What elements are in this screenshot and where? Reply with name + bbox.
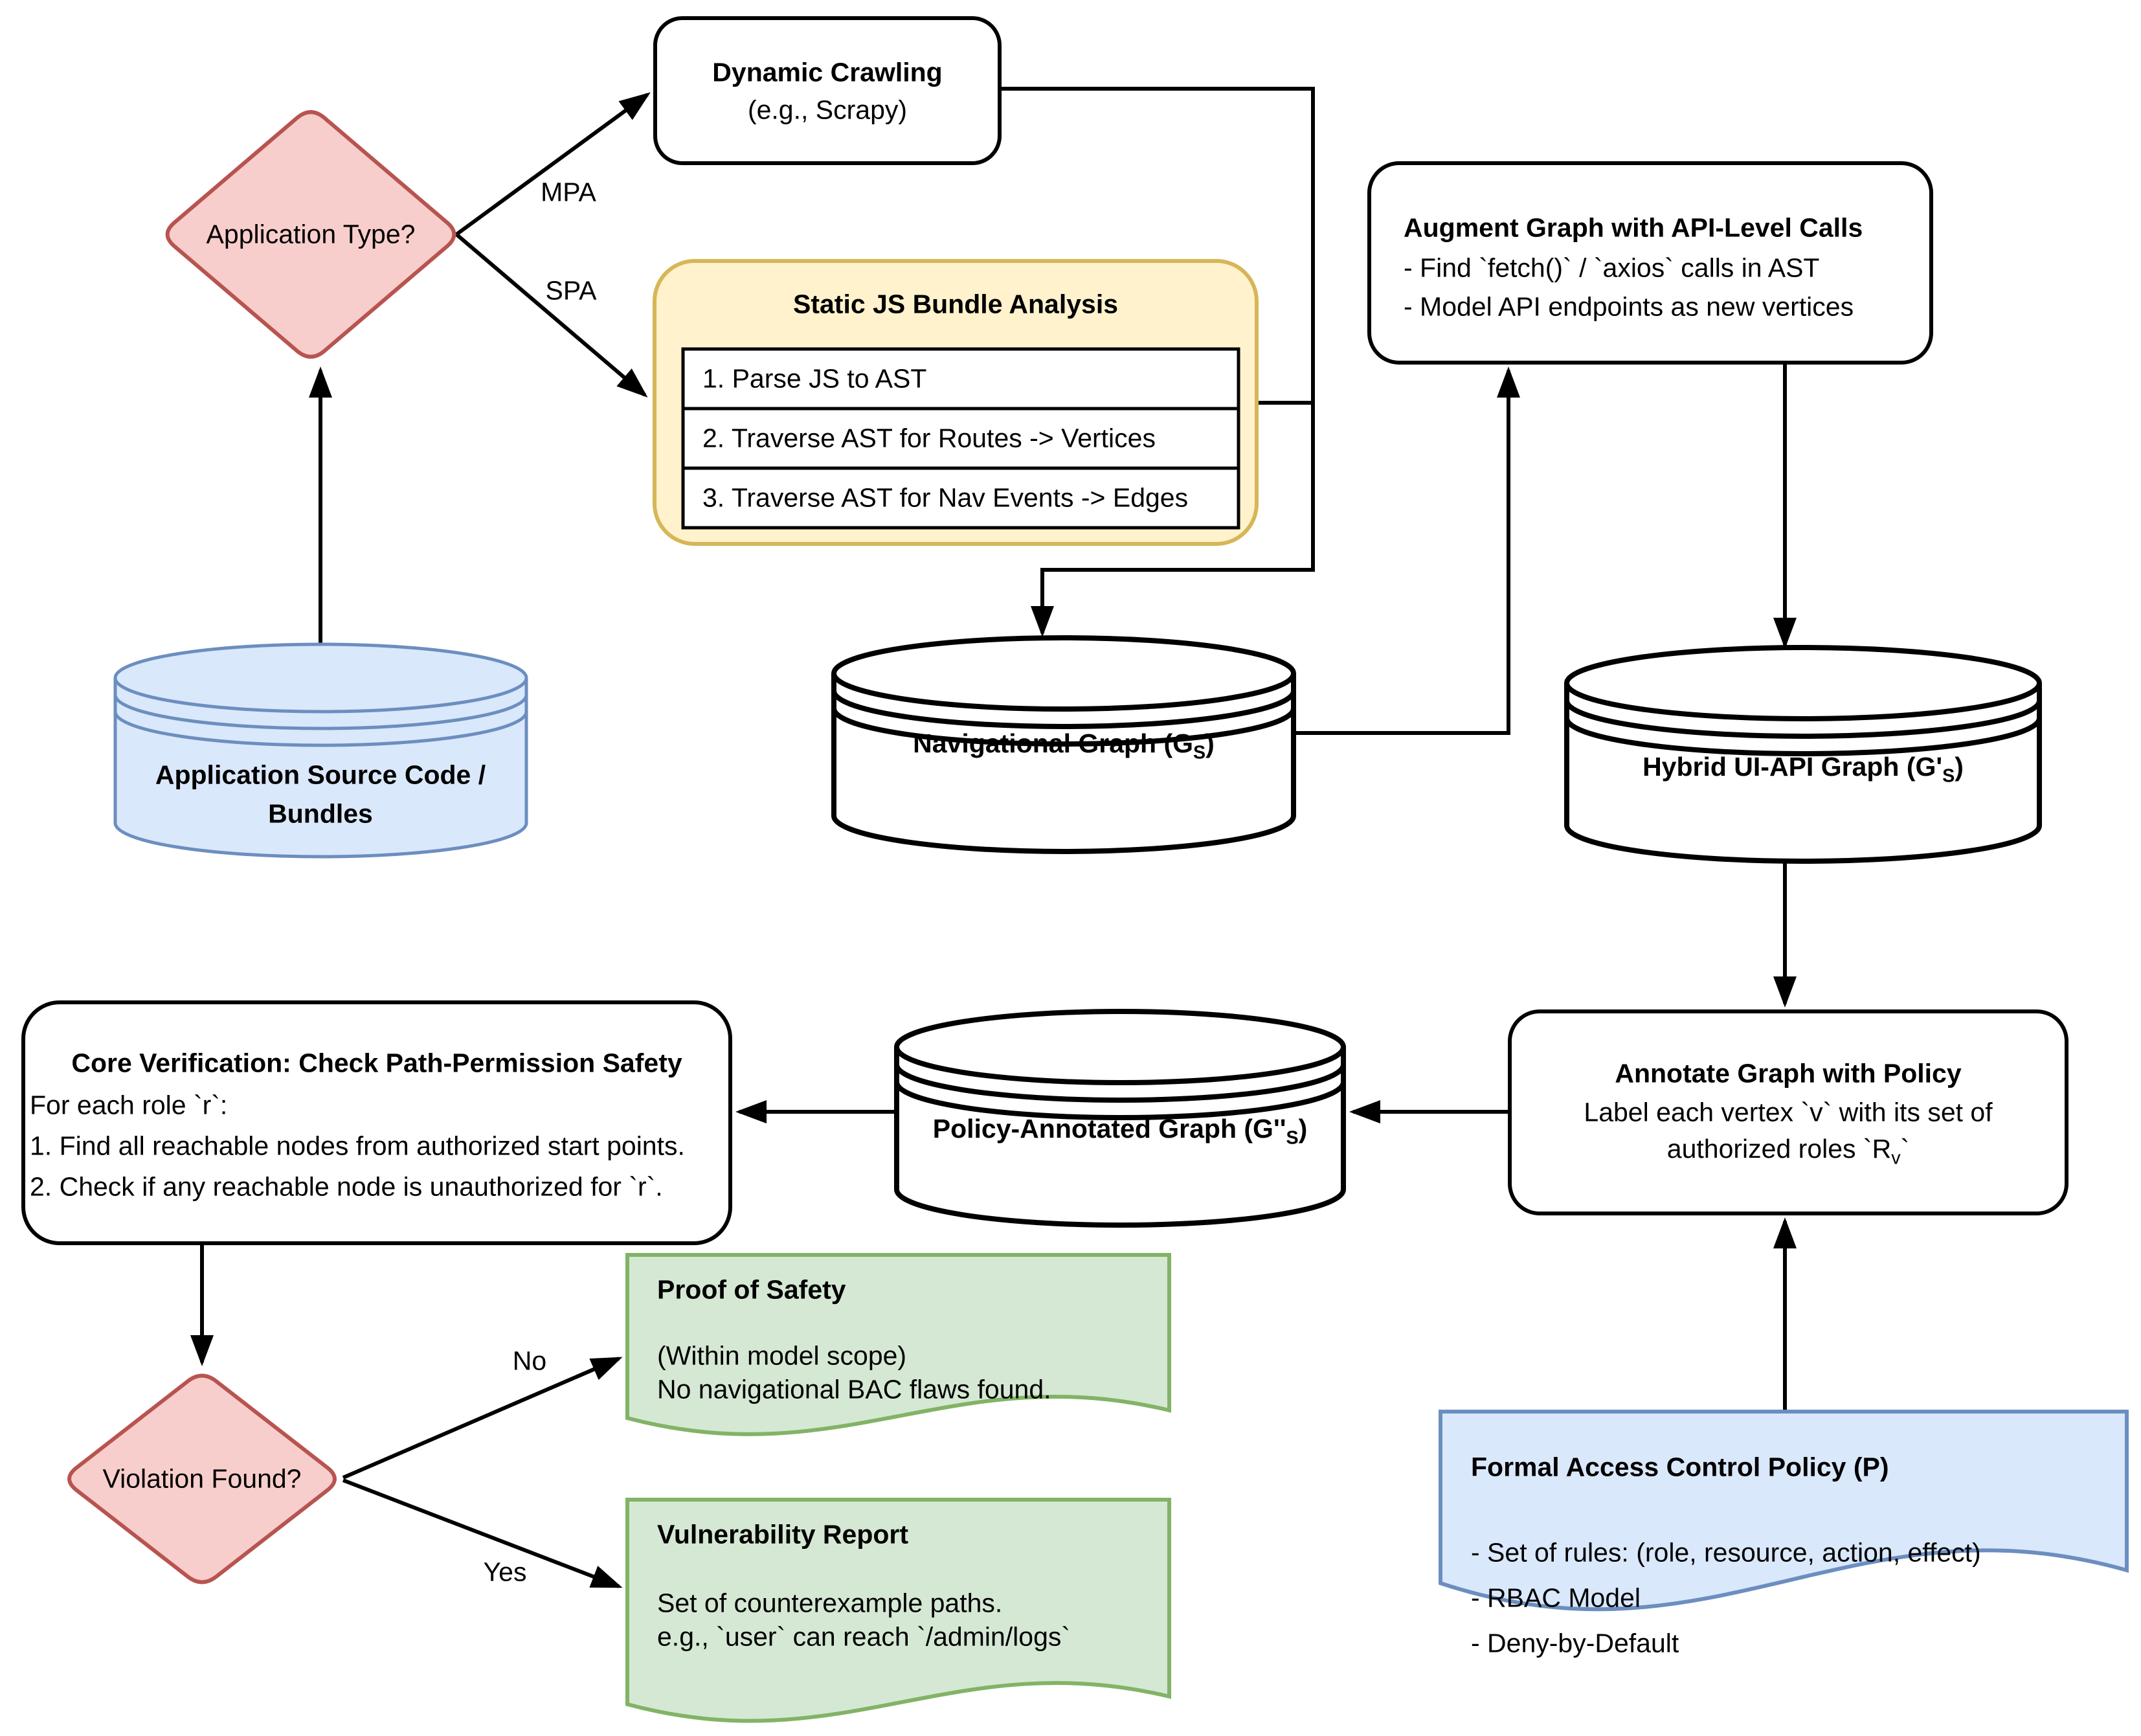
static-js-steps-box (681, 347, 1240, 530)
label-static-step-1: 1. Parse JS to AST (702, 363, 927, 394)
label-augment-title: Augment Graph with API-Level Calls (1404, 212, 1863, 243)
db-application-source (113, 642, 528, 859)
label-core-line2: 1. Find all reachable nodes from authori… (30, 1131, 685, 1161)
label-core-title: Core Verification: Check Path-Permission… (71, 1048, 682, 1078)
label-vuln-line1: Set of counterexample paths. (657, 1588, 1003, 1618)
decision-violation-found (67, 1373, 337, 1584)
label-part: Policy-Annotated Graph (G'' (932, 1114, 1286, 1144)
node-augment-graph (1367, 161, 1933, 365)
label-augment-line1: - Find `fetch()` / `axios` calls in AST (1404, 253, 1820, 283)
label-hybrid-graph: Hybrid UI-API Graph (G'S) (1642, 751, 1964, 787)
label-proof-line2: No navigational BAC flaws found. (657, 1374, 1051, 1404)
label-part: Hybrid UI-API Graph (G' (1642, 752, 1943, 782)
label-augment-line2: - Model API endpoints as new vertices (1404, 291, 1854, 322)
subscript: v (1891, 1147, 1901, 1169)
cylinder-arc (894, 1064, 1346, 1103)
cylinder-arc (831, 690, 1296, 729)
node-annotate-graph (1508, 1009, 2068, 1215)
edge-navgraph-to-augment (1294, 366, 1520, 735)
node-dynamic-crawling (653, 16, 1002, 165)
edge-no (342, 1357, 623, 1480)
label-source-code-line2: Bundles (268, 798, 373, 829)
label-proof-title: Proof of Safety (657, 1274, 846, 1305)
db-navigational-graph (831, 635, 1296, 854)
edge-label-yes: Yes (483, 1557, 527, 1587)
edge-spa (455, 232, 648, 398)
edge-layer (190, 87, 1797, 1588)
label-source-code-line1: Application Source Code / (155, 760, 486, 790)
label-vuln-title: Vulnerability Report (657, 1519, 909, 1550)
label-core-line1: For each role `r`: (30, 1090, 228, 1120)
label-policy-doc-line2: - RBAC Model (1471, 1583, 1641, 1613)
label-annotate-line3: authorized roles `Rv` (1667, 1133, 1909, 1169)
edge-label-no: No (512, 1346, 547, 1376)
label-application-type: Application Type? (206, 219, 416, 249)
label-static-step-3: 3. Traverse AST for Nav Events -> Edges (702, 482, 1189, 513)
label-policy-doc-line1: - Set of rules: (role, resource, action,… (1471, 1537, 1981, 1568)
db-policy-annotated-graph (894, 1009, 1346, 1228)
label-proof-line1: (Within model scope) (657, 1340, 907, 1371)
label-navigational-graph: Navigational Graph (GS) (913, 728, 1215, 764)
subscript: S (1286, 1127, 1299, 1149)
cylinder-arc (113, 711, 528, 747)
label-part: authorized roles `R (1666, 1134, 1892, 1164)
label-policy-doc-line3: - Deny-by-Default (1471, 1628, 1679, 1658)
label-part: ) (1298, 1114, 1308, 1144)
label-static-js-title: Static JS Bundle Analysis (792, 289, 1119, 319)
edge-label-spa: SPA (545, 275, 597, 306)
doc-formal-policy (1439, 1410, 2129, 1612)
label-part: ) (1205, 728, 1215, 759)
label-dynamic-crawling-title: Dynamic Crawling (712, 57, 943, 87)
label-part: ) (1955, 752, 1964, 782)
label-annotate-line2: Label each vertex `v` with its set of (1584, 1097, 1993, 1127)
cylinder-arc (894, 1081, 1346, 1120)
cylinder-arc (113, 694, 528, 730)
edge-mpa (455, 92, 651, 236)
label-policy-doc-title: Formal Access Control Policy (P) (1471, 1452, 1889, 1482)
decision-application-type (165, 110, 456, 359)
cylinder-arc (831, 708, 1296, 747)
edge-yes (342, 1478, 623, 1588)
doc-vulnerability-report (625, 1498, 1171, 1723)
label-dynamic-crawling-subtitle: (e.g., Scrapy) (747, 95, 908, 125)
doc-proof-of-safety (625, 1253, 1171, 1436)
node-core-verification (21, 1000, 732, 1245)
edge-crawl-to-navgraph (994, 87, 1315, 637)
label-annotate-title: Annotate Graph with Policy (1615, 1058, 1962, 1088)
cylinder-arc (1564, 717, 2042, 756)
label-vuln-line2: e.g., `user` can reach `/admin/logs` (657, 1621, 1071, 1652)
label-core-line3: 2. Check if any reachable node is unauth… (30, 1171, 663, 1202)
label-part: Navigational Graph (G (913, 728, 1194, 759)
label-part: ` (1900, 1134, 1910, 1164)
subscript: S (1942, 765, 1955, 787)
label-policy-annotated-graph: Policy-Annotated Graph (G''S) (933, 1113, 1308, 1149)
label-violation-found: Violation Found? (102, 1463, 302, 1494)
label-static-step-2: 2. Traverse AST for Routes -> Vertices (702, 423, 1156, 453)
edge-label-mpa: MPA (541, 177, 596, 207)
db-hybrid-graph (1564, 645, 2042, 864)
cylinder-arc (1564, 700, 2042, 739)
subscript: S (1193, 742, 1206, 763)
